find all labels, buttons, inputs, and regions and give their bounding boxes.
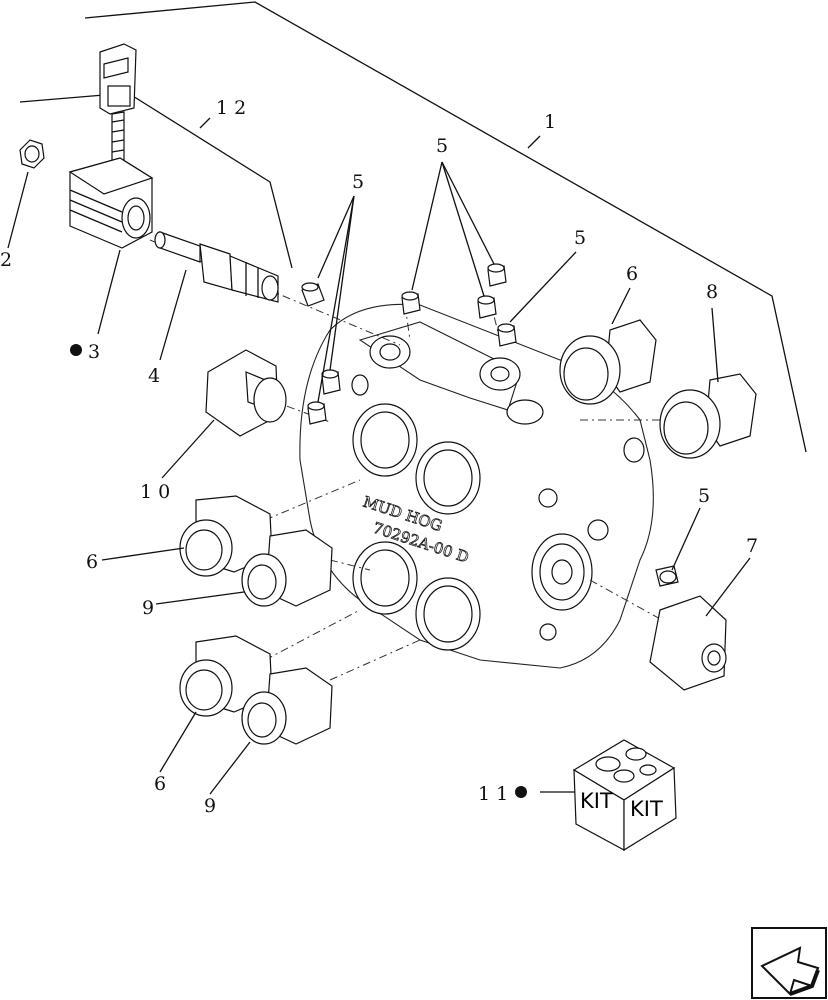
callout-4: 4 [148,365,160,387]
callout-12: 1 2 [216,97,246,119]
hex-nut [19,139,45,169]
orifice-plugs [301,263,679,587]
callout-5-a: 5 [352,171,364,193]
plug-b [401,291,421,315]
callout-9-b: 9 [204,795,216,817]
kit-label-left: KIT [580,789,613,813]
callout-9-a: 9 [142,597,154,619]
fitting-6-left-lower [179,635,273,717]
callout-leaders [7,117,751,795]
fitting-7 [649,595,727,691]
callout-8: 8 [706,281,718,303]
plug-e [497,323,517,347]
callout-5-d: 5 [698,485,710,507]
valve-body: MUD HOG 70292A-00 D [299,303,654,669]
bullet-11 [515,786,527,798]
fitting-8 [659,373,757,459]
bullet-3 [70,344,82,356]
cartridge-valve [154,231,279,303]
callout-6-c: 6 [154,773,166,795]
callout-2: 2 [0,249,12,271]
callout-6-a: 6 [626,263,638,285]
plug-f [321,369,341,395]
callout-7: 7 [746,535,758,557]
callout-10: 1 0 [140,481,170,503]
callout-5-b: 5 [436,135,448,157]
callout-11: 1 1 [478,783,508,805]
plug-d [477,295,497,319]
fitting-9-left-lower [241,667,333,745]
fitting-6-upper-right [559,319,657,405]
plug-h [655,565,679,587]
callout-1: 1 [544,111,556,133]
kit-box[interactable]: KIT KIT [572,739,677,852]
callout-3: 3 [88,341,100,363]
solenoid-coil [68,43,154,249]
plug-c [487,263,507,287]
plug-g [307,401,327,425]
plug-a [301,282,325,307]
callout-5-c: 5 [574,227,586,249]
callout-labels: 1 2 3 4 5 5 5 5 6 6 6 7 8 9 9 1 0 1 1 1 … [0,97,758,817]
fitting-10 [205,349,287,437]
assembly-leader-lines [19,1,807,453]
fitting-9-left-upper [241,529,333,607]
kit-label-right: KIT [630,797,663,821]
callout-6-b: 6 [86,551,98,573]
arrow-return-icon[interactable] [751,927,827,999]
